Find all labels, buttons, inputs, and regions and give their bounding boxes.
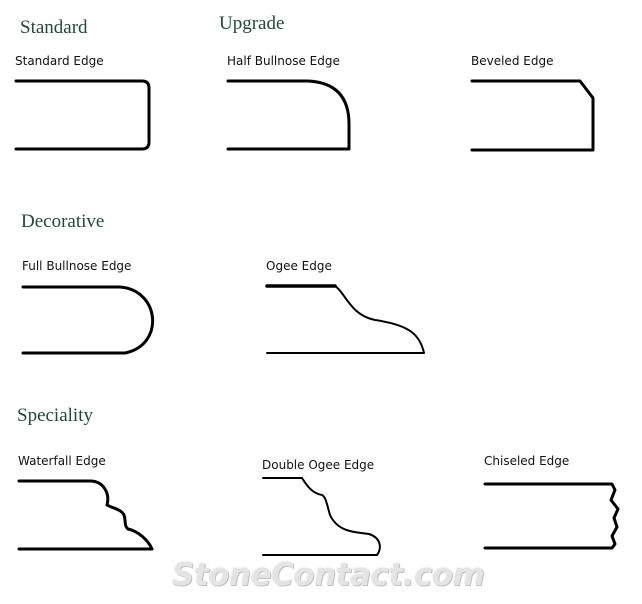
edge-label-double-ogee: Double Ogee Edge — [262, 458, 375, 472]
beveled-edge-profile — [470, 79, 595, 152]
edge-label-full-bullnose: Full Bullnose Edge — [22, 259, 132, 273]
edge-label-half-bullnose: Half Bullnose Edge — [227, 54, 340, 68]
half-bullnose-edge-profile — [226, 79, 351, 151]
section-title-decorative: Decorative — [21, 211, 105, 232]
edge-label-standard: Standard Edge — [15, 54, 104, 68]
ogee-edge-profile — [266, 285, 425, 354]
edge-label-chiseled: Chiseled Edge — [484, 454, 570, 468]
chiseled-edge-profile — [483, 482, 620, 550]
edge-label-ogee: Ogee Edge — [266, 259, 332, 273]
edge-label-waterfall: Waterfall Edge — [18, 454, 106, 468]
section-title-upgrade: Upgrade — [219, 13, 285, 34]
section-title-speciality: Speciality — [17, 405, 93, 426]
full-bullnose-edge-profile — [21, 285, 154, 355]
waterfall-edge-profile — [17, 479, 154, 551]
edge-label-beveled: Beveled Edge — [471, 54, 554, 68]
watermark-text: StoneContact.com — [172, 557, 485, 593]
double-ogee-edge-profile — [262, 477, 381, 556]
standard-edge-profile — [14, 79, 151, 151]
section-title-standard: Standard — [20, 17, 88, 38]
